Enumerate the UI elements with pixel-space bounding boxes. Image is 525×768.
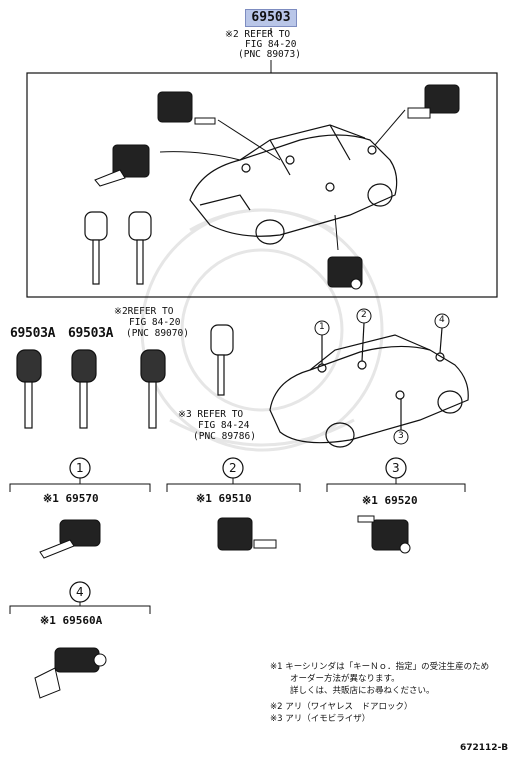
ref-note-key-right-line3: (PNC 89786)	[193, 431, 256, 442]
section-components	[34, 515, 411, 699]
ref-note-top-line2: FIG 84-20	[245, 39, 297, 50]
section-brackets	[9, 478, 466, 614]
section-part-label-3: ※1 69520	[362, 494, 418, 507]
note-line-3: 詳しくは、共販店にお尋ねください。	[290, 686, 435, 696]
top-components	[94, 84, 460, 290]
middle-callout-circles	[314, 308, 450, 445]
note-line-4: ※2 アリ（ワイヤレス ドアロック）	[270, 702, 413, 712]
ref-note-top-line1: ※2 REFER TO	[225, 29, 291, 40]
ref-note-key-right-line2: FIG 84-24	[198, 420, 250, 431]
ref-note-key-mid-line2: FIG 84-20	[129, 317, 181, 328]
callout-1: 1	[319, 322, 325, 332]
section-index-2: 2	[229, 461, 237, 475]
top-car-illustration	[189, 124, 398, 245]
section-part-label-2: ※1 69510	[196, 492, 252, 505]
note-line-2: オーダー方法が異なります。	[290, 674, 400, 684]
ref-note-top-line3: (PNC 89073)	[238, 49, 301, 60]
top-assembly-frame	[26, 72, 498, 298]
section-part-label-4: ※1 69560A	[40, 614, 103, 627]
section-index-1: 1	[76, 461, 84, 475]
main-part-number: 69503	[245, 9, 297, 27]
middle-car-illustration	[269, 322, 469, 448]
watermark-crest	[140, 208, 384, 452]
callout-4: 4	[439, 315, 445, 325]
key-part-label-middle: 69503A	[68, 326, 114, 341]
note-line-5: ※3 アリ（イモビライザ）	[270, 714, 371, 724]
key-part-label-left: 69503A	[10, 326, 56, 341]
callout-3: 3	[398, 431, 404, 441]
callout-2: 2	[361, 310, 367, 320]
ref-note-key-right-line1: ※3 REFER TO	[178, 409, 244, 420]
section-part-label-1: ※1 69570	[43, 492, 99, 505]
ref-note-key-mid-line1: ※2REFER TO	[114, 306, 174, 317]
ref-note-key-mid-line3: (PNC 89070)	[126, 328, 189, 339]
section-index-4: 4	[76, 585, 84, 599]
top-keys	[84, 211, 152, 285]
figure-code: 672112-B	[460, 743, 509, 753]
note-line-1: ※1 キーシリンダは「キーＮｏ．指定」の受注生産のため	[270, 662, 490, 672]
section-index-3: 3	[392, 461, 400, 475]
middle-keys	[16, 324, 234, 429]
top-leader-lines	[159, 109, 406, 251]
